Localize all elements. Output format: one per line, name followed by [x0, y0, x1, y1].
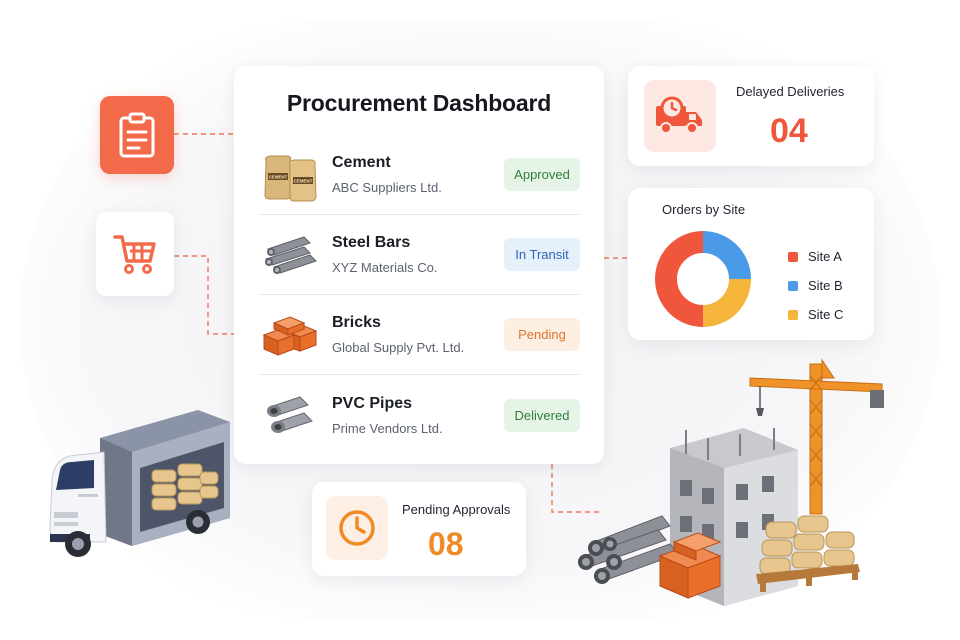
- pending-icon-box: [326, 496, 388, 560]
- supplier-name: Global Supply Pvt. Ltd.: [332, 340, 465, 355]
- material-info: Steel Bars XYZ Materials Co.: [332, 234, 504, 275]
- material-name: PVC Pipes: [332, 394, 413, 412]
- orders-by-site-card: Orders by Site Site A Site B Site C: [628, 188, 874, 340]
- steel-bars-icon: [265, 235, 317, 274]
- procurement-dashboard-card: Procurement Dashboard CEMENT CEMENT Ceme…: [234, 66, 604, 464]
- material-info: Cement ABC Suppliers Ltd.: [332, 154, 504, 195]
- shopping-cart-icon: [113, 235, 156, 274]
- cart-tile[interactable]: [96, 212, 174, 296]
- status-badge: Approved: [504, 158, 580, 191]
- page-title: Procurement Dashboard: [286, 90, 552, 116]
- svg-text:CEMENT: CEMENT: [269, 174, 288, 179]
- pending-approvals-card[interactable]: Pending Approvals 08: [312, 482, 526, 576]
- status-badge: In Transit: [504, 238, 580, 271]
- legend-swatch-site-c: [788, 309, 798, 320]
- donut-slice-site-c: [702, 278, 751, 327]
- chart-legend: Site A Site B Site C: [788, 242, 843, 329]
- clipboard-tile[interactable]: [100, 96, 174, 174]
- material-info: PVC Pipes Prime Vendors Ltd.: [332, 395, 504, 436]
- material-name: Bricks: [332, 314, 381, 331]
- construction-site-illustration: [578, 358, 884, 606]
- delayed-deliveries-card[interactable]: Delayed Deliveries 04: [628, 66, 874, 166]
- pending-approvals-label: Pending Approvals: [402, 502, 511, 517]
- material-row[interactable]: Bricks Global Supply Pvt. Ltd. Pending: [258, 295, 580, 375]
- supplier-name: Prime Vendors Ltd.: [332, 420, 443, 436]
- delayed-icon-box: [644, 80, 716, 152]
- delivery-truck-clock-icon: [656, 96, 702, 134]
- orders-donut-chart: [655, 231, 751, 327]
- legend-label: Site C: [808, 307, 844, 322]
- material-name: Steel Bars: [332, 234, 411, 251]
- material-row[interactable]: Steel Bars XYZ Materials Co. In Transit: [258, 215, 580, 295]
- delayed-deliveries-value: 04: [770, 112, 808, 150]
- chart-title: Orders by Site: [662, 202, 746, 217]
- clipboard-icon: [119, 112, 155, 158]
- bricks-icon: [262, 315, 318, 356]
- donut-slice-site-a: [655, 231, 704, 327]
- supplier-name: ABC Suppliers Ltd.: [332, 180, 442, 195]
- legend-item: Site C: [788, 300, 843, 329]
- legend-label: Site B: [808, 278, 843, 293]
- material-row[interactable]: CEMENT CEMENT Cement ABC Suppliers Ltd. …: [258, 135, 580, 215]
- material-info: Bricks Global Supply Pvt. Ltd.: [332, 314, 504, 355]
- status-badge: Pending: [504, 318, 580, 351]
- delivery-truck-illustration: [49, 410, 230, 557]
- donut-slice-site-b: [702, 231, 751, 280]
- material-name: Cement: [332, 154, 391, 171]
- delayed-deliveries-label: Delayed Deliveries: [736, 84, 845, 99]
- legend-swatch-site-b: [788, 280, 798, 291]
- pending-approvals-value: 08: [428, 526, 464, 562]
- legend-item: Site B: [788, 271, 843, 300]
- material-row[interactable]: PVC Pipes Prime Vendors Ltd. Delivered: [258, 375, 580, 455]
- legend-label: Site A: [808, 249, 842, 264]
- cement-bags-icon: CEMENT CEMENT: [264, 155, 317, 201]
- supplier-name: XYZ Materials Co.: [332, 260, 438, 275]
- status-badge: Delivered: [504, 398, 580, 432]
- legend-swatch-site-a: [788, 251, 798, 262]
- legend-item: Site A: [788, 242, 843, 271]
- svg-text:CEMENT: CEMENT: [294, 178, 313, 183]
- clock-icon: [339, 510, 375, 546]
- pvc-pipes-icon: [267, 396, 313, 433]
